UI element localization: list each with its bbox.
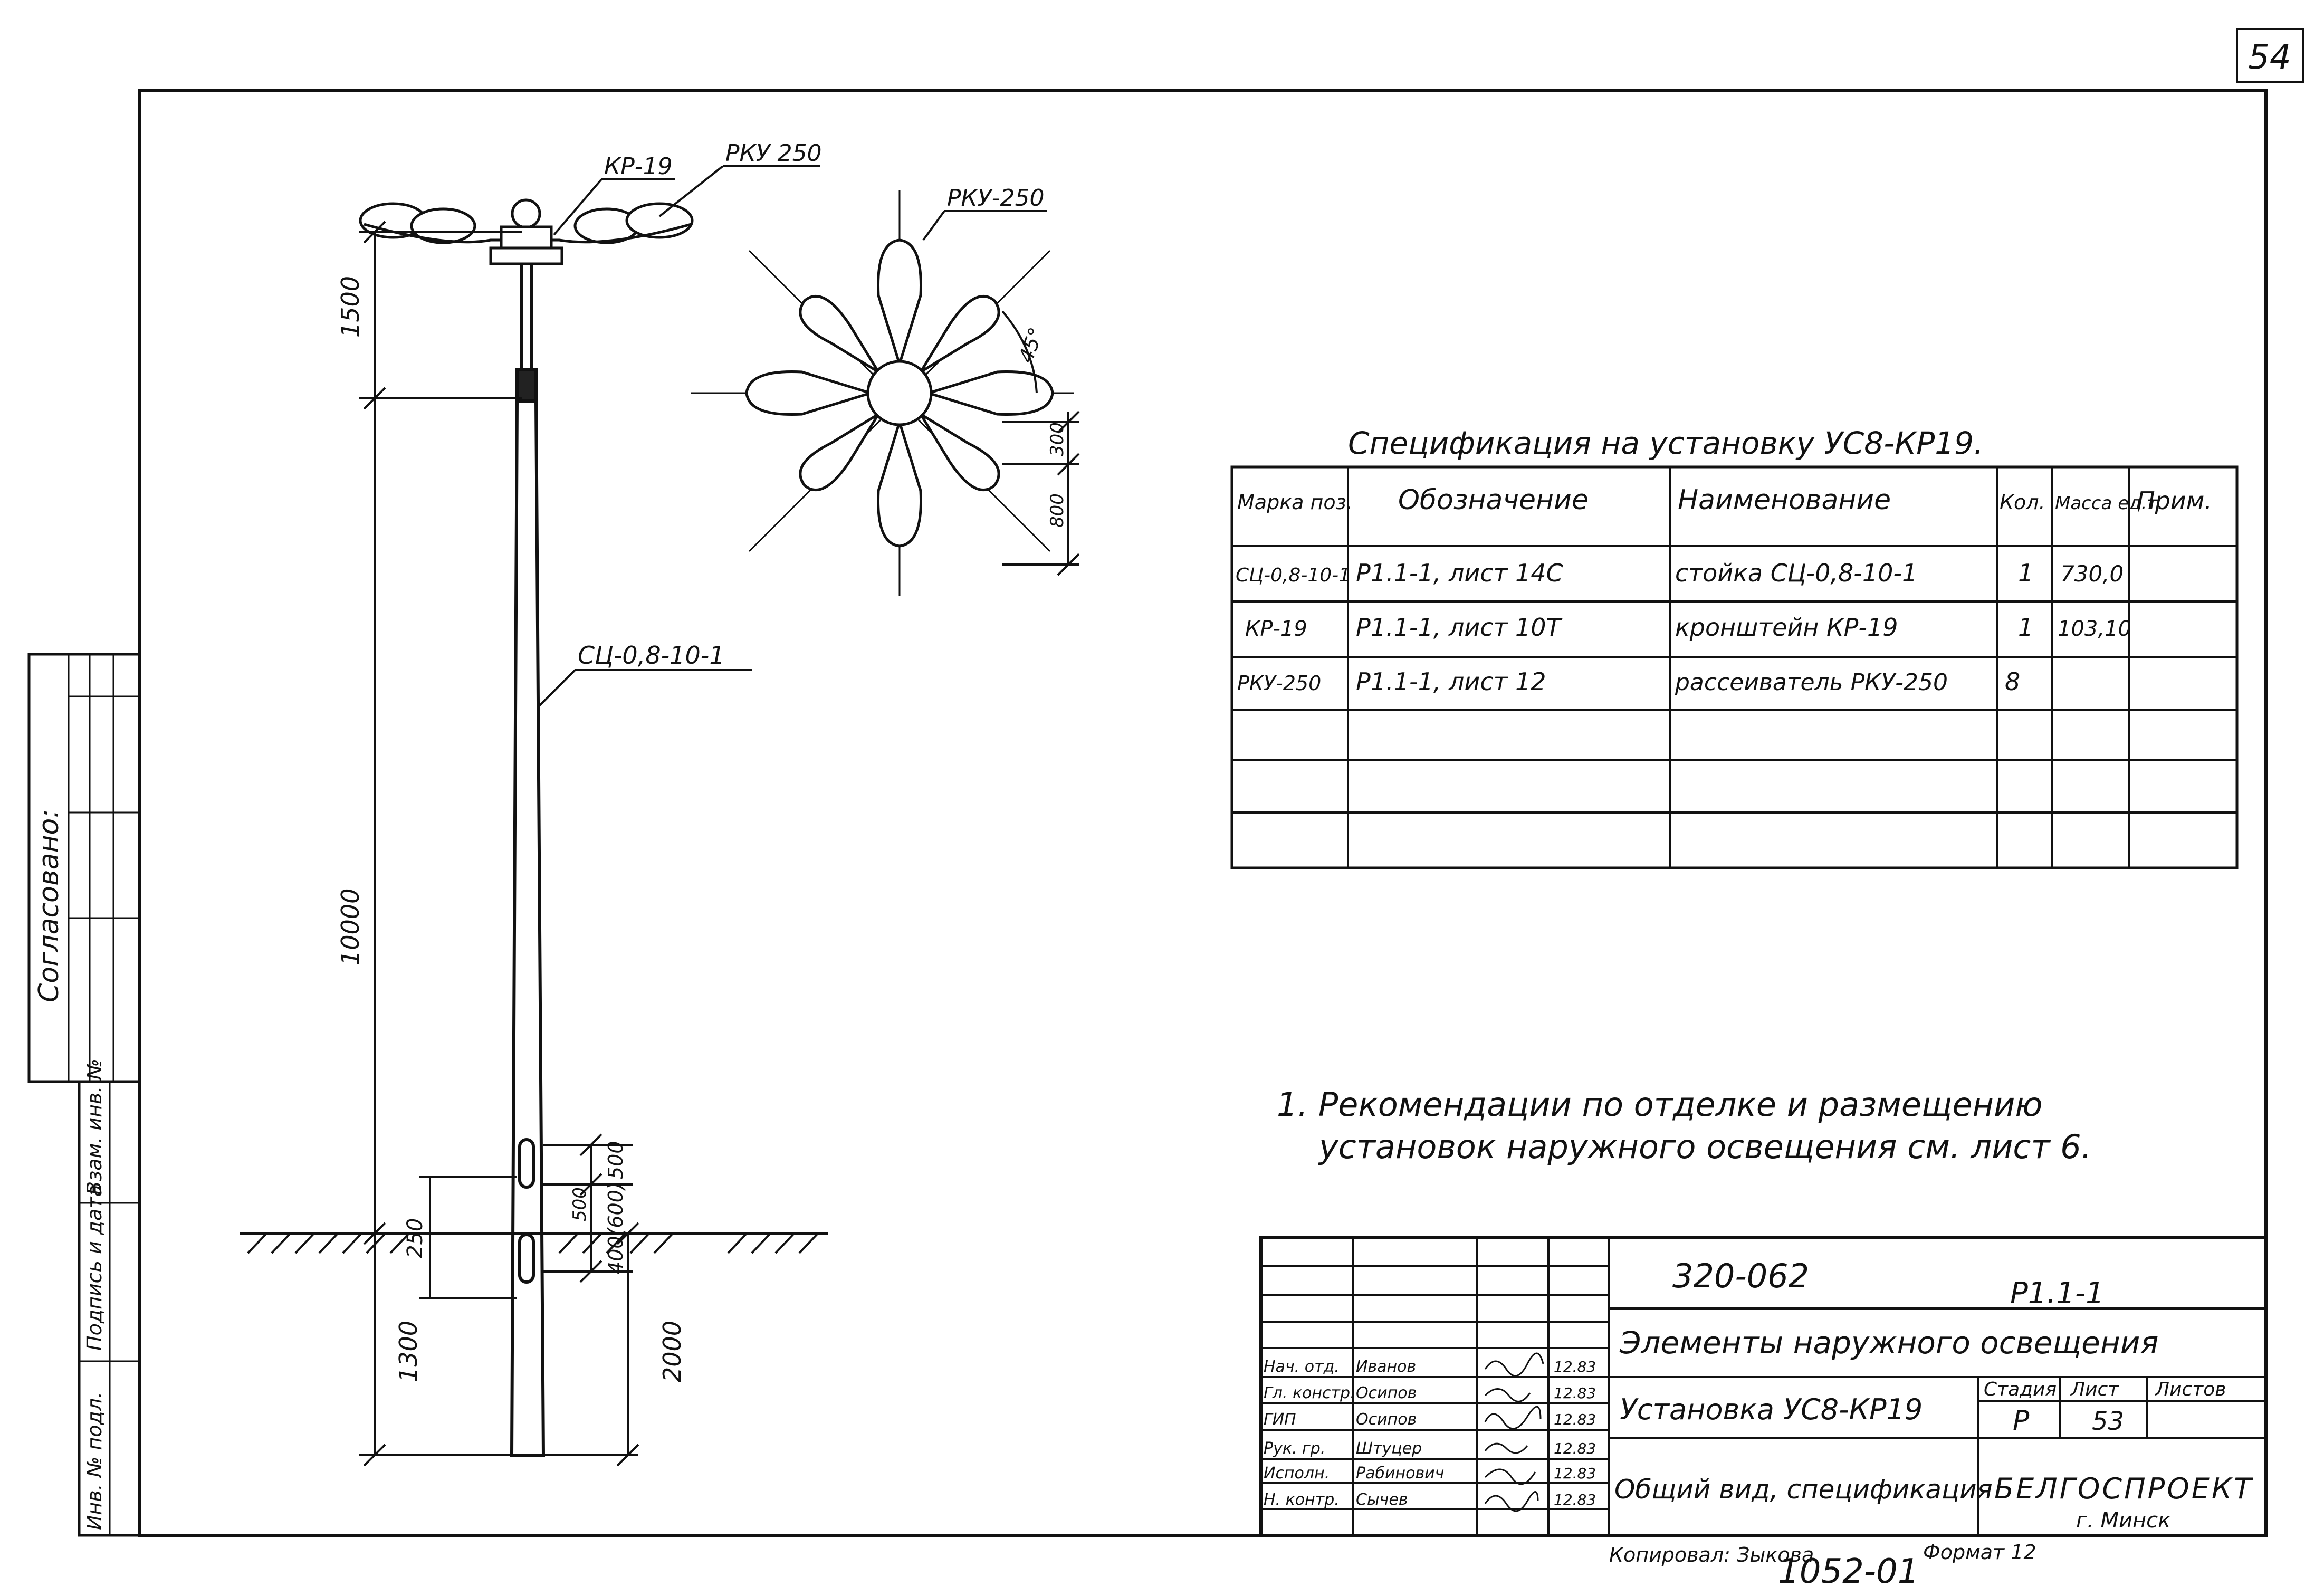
dim-opening-gap: 250 [403, 1218, 427, 1258]
spec-cell: РКУ-250 [1237, 672, 1321, 695]
date-3: 12.83 [1554, 1411, 1596, 1428]
copied-by: Копировал: Зыкова [1609, 1543, 1814, 1566]
spec-header-name: Наименование [1678, 484, 1891, 516]
sheets-label: Листов [2154, 1379, 2226, 1400]
spec-title: Спецификация на установку УС8-КР19. [1348, 425, 1984, 461]
note-line-2: установок наружного освещения см. лист 6… [1318, 1127, 2091, 1166]
footer: Копировал: Зыкова 1052-01 Формат 12 [1609, 1541, 2036, 1591]
elevation-leaders [537, 165, 820, 708]
spec-header-mark: Марка поз. [1237, 491, 1353, 514]
spec-cell: стойка СЦ-0,8-10-1 [1675, 559, 1917, 587]
date-1: 12.83 [1554, 1358, 1596, 1375]
note: 1. Рекомендации по отделке и размещению … [1277, 1085, 2091, 1166]
ground-line [240, 1232, 828, 1254]
role-1-name: Иванов [1356, 1358, 1416, 1376]
sheet-title: Общий вид, спецификация [1614, 1474, 1993, 1505]
format: Формат 12 [1923, 1541, 2036, 1564]
plan-view: 45° РКУ-250 300 800 [691, 185, 1080, 596]
stage-value: Р [2013, 1405, 2030, 1437]
spec-cell: 730,0 [2060, 561, 2124, 587]
dim-bracket-height: 1500 [336, 276, 365, 338]
role-5: Исполн. [1264, 1464, 1330, 1483]
archive-number: 1052-01 [1778, 1552, 1919, 1591]
spec-cell: 8 [2005, 667, 2020, 696]
dim-foundation-depth: 2000 [658, 1321, 686, 1382]
date-2: 12.83 [1554, 1384, 1596, 1402]
spec-cell: рассеиватель РКУ-250 [1675, 669, 1948, 696]
spec-cell: СЦ-0,8-10-1 [1236, 565, 1351, 586]
label-bracket: КР-19 [604, 153, 673, 180]
plan-dim-800: 800 [1047, 493, 1068, 528]
plan-dim-300: 300 [1047, 422, 1068, 456]
role-3: ГИП [1264, 1410, 1296, 1429]
role-4: Рук. гр. [1264, 1439, 1325, 1458]
dim-pole-height: 10000 [336, 888, 365, 966]
spec-cell: 1 [2018, 613, 2033, 642]
dim-opening-upper: 500 [604, 1141, 627, 1179]
plan-angle: 45° [1014, 324, 1048, 366]
spec-cell: КР-19 [1245, 617, 1307, 641]
org-name: БЕЛГОСПРОЕКТ [1994, 1472, 2253, 1505]
plan-dimensions [922, 210, 1080, 576]
note-line-1: 1. Рекомендации по отделке и размещению [1277, 1085, 2043, 1124]
dim-opening-lower: 400(600) [604, 1182, 627, 1274]
spec-header-designation: Обозначение [1398, 484, 1589, 516]
object-title: Элементы наружного освещения [1619, 1325, 2158, 1361]
date-6: 12.83 [1554, 1491, 1596, 1508]
sheet-label: Лист [2070, 1379, 2119, 1400]
date-5: 12.83 [1554, 1465, 1596, 1482]
spec-header-qty: Кол. [2000, 491, 2045, 514]
org-city: г. Минск [2076, 1508, 2170, 1533]
label-pole: СЦ-0,8-10-1 [578, 641, 725, 670]
role-6: Н. контр. [1264, 1490, 1340, 1509]
date-4: 12.83 [1554, 1440, 1596, 1457]
drawing-title: Установка УС8-КР19 [1620, 1393, 1923, 1426]
role-6-name: Сычев [1356, 1490, 1408, 1509]
plan-dim-a: РКУ-250 [947, 185, 1044, 212]
dim-opening-size: 500 [569, 1187, 590, 1221]
spec-cell: Р1.1-1, лист 12 [1356, 667, 1546, 696]
elevation-dimensions [359, 221, 639, 1467]
role-2-name: Осипов [1356, 1384, 1417, 1402]
role-4-name: Штуцер [1356, 1439, 1422, 1458]
spec-header-mass: Масса ед.т. [2055, 493, 2163, 514]
stamp-sign-date: Подпись и дата [83, 1184, 106, 1351]
stamp-replace-inv: Взам. инв. № [83, 1059, 106, 1195]
spec-cell: Р1.1-1, лист 14С [1356, 559, 1563, 587]
signatures [1484, 1352, 1544, 1512]
doc-code: Р1.1-1 [2010, 1276, 2105, 1311]
sheet-number-box: 54 [2236, 28, 2304, 83]
role-2: Гл. констр. [1264, 1384, 1355, 1402]
spec-header-note: Прим. [2137, 486, 2212, 515]
label-diffuser: РКУ 250 [725, 140, 822, 167]
pole-elevation: 1500 10000 1300 2000 250 400(600) 500 50… [240, 140, 828, 1467]
spec-cell: 1 [2018, 559, 2033, 587]
spec-table: Спецификация на установку УС8-КР19. Марк… [1230, 425, 2239, 869]
pole-sc [510, 264, 546, 1457]
role-3-name: Осипов [1356, 1410, 1417, 1429]
sheet-number: 54 [2248, 38, 2291, 77]
stamp-inv-no: Инв. № подл. [83, 1392, 106, 1530]
left-stamp: Согласовано: Инв. № подл. Подпись и дата… [27, 653, 141, 1537]
stage-label: Стадия [1984, 1379, 2057, 1400]
dim-buried-depth: 1300 [394, 1321, 423, 1382]
approval-label: Согласовано: [33, 809, 65, 1002]
title-block: Нач. отд. Иванов Гл. констр. Осипов ГИП … [1259, 1236, 2268, 1537]
project-number: 320-062 [1672, 1257, 1809, 1295]
plan-lamps [745, 238, 1054, 548]
bracket-kr19 [364, 223, 692, 265]
sheet-value: 53 [2092, 1407, 2124, 1436]
role-1: Нач. отд. [1264, 1358, 1340, 1376]
role-5-name: Рабинович [1356, 1464, 1444, 1483]
spec-cell: 103,10 [2058, 617, 2131, 641]
spec-cell: кронштейн КР-19 [1675, 613, 1898, 642]
spec-cell: Р1.1-1, лист 10Т [1356, 613, 1563, 642]
